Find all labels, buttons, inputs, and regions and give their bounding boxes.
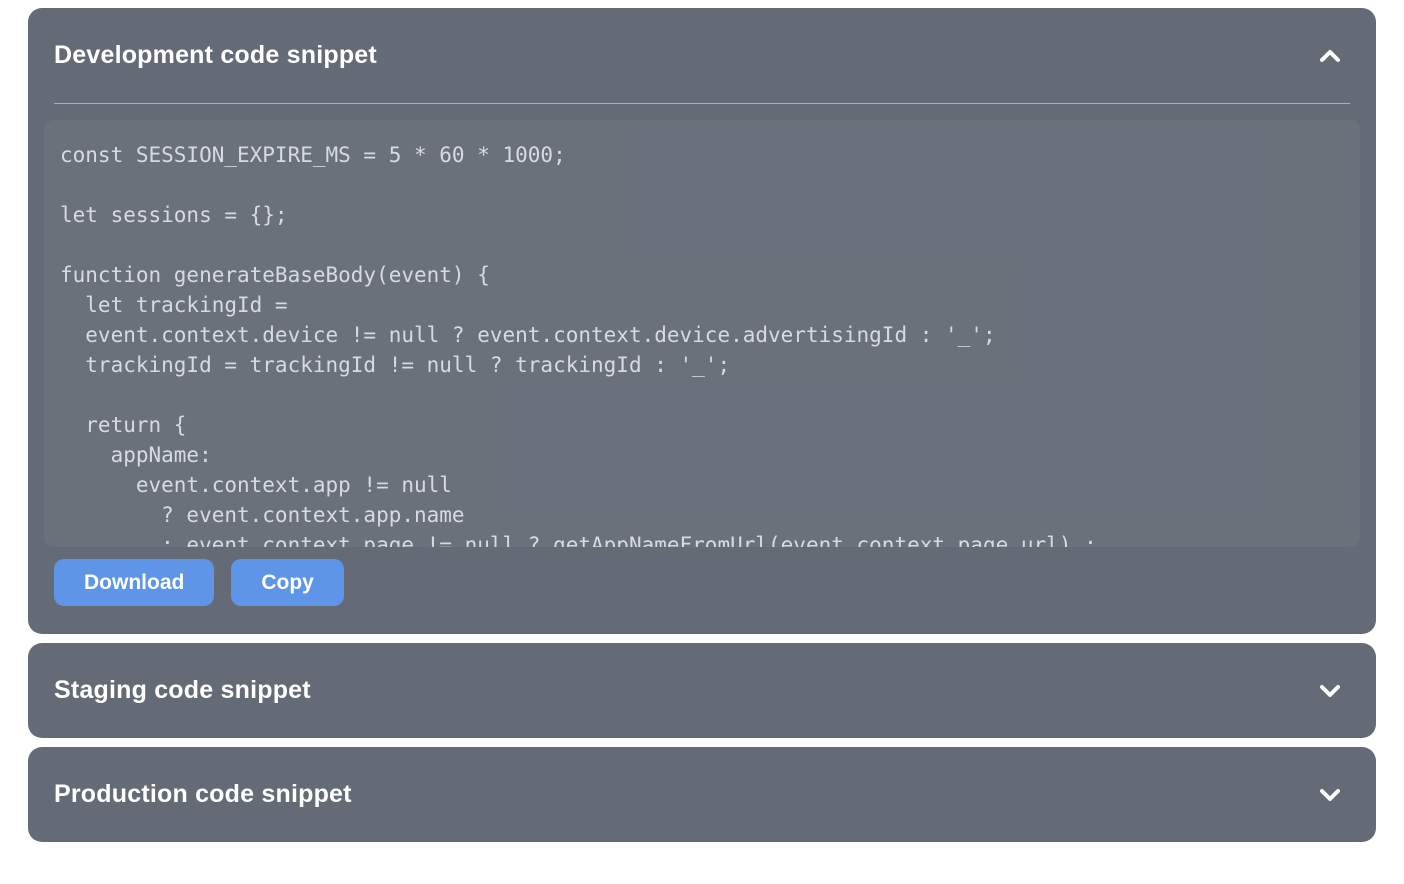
header-divider xyxy=(54,103,1350,104)
copy-button[interactable]: Copy xyxy=(231,559,344,606)
snippet-actions: Download Copy xyxy=(54,559,1350,606)
code-scroll-area[interactable]: const SESSION_EXPIRE_MS = 5 * 60 * 1000;… xyxy=(44,120,1360,547)
chevron-down-icon xyxy=(1315,780,1345,810)
panel-title: Staging code snippet xyxy=(54,676,311,704)
panel-title: Development code snippet xyxy=(54,41,377,69)
accordion-header-production[interactable]: Production code snippet xyxy=(28,747,1376,842)
panel-title: Production code snippet xyxy=(54,780,352,808)
accordion-header-development[interactable]: Development code snippet xyxy=(28,8,1376,103)
expand-button[interactable] xyxy=(1310,775,1350,815)
download-button[interactable]: Download xyxy=(54,559,215,606)
collapse-button[interactable] xyxy=(1310,36,1350,76)
accordion-panel-development: Development code snippet const SESSION_E… xyxy=(28,8,1376,634)
chevron-down-icon xyxy=(1315,676,1345,706)
accordion-panel-staging: Staging code snippet xyxy=(28,643,1376,738)
accordion-header-staging[interactable]: Staging code snippet xyxy=(28,643,1376,738)
chevron-up-icon xyxy=(1315,41,1345,71)
code-snippet-text: const SESSION_EXPIRE_MS = 5 * 60 * 1000;… xyxy=(60,143,1097,547)
accordion-panel-production: Production code snippet xyxy=(28,747,1376,842)
expand-button[interactable] xyxy=(1310,671,1350,711)
